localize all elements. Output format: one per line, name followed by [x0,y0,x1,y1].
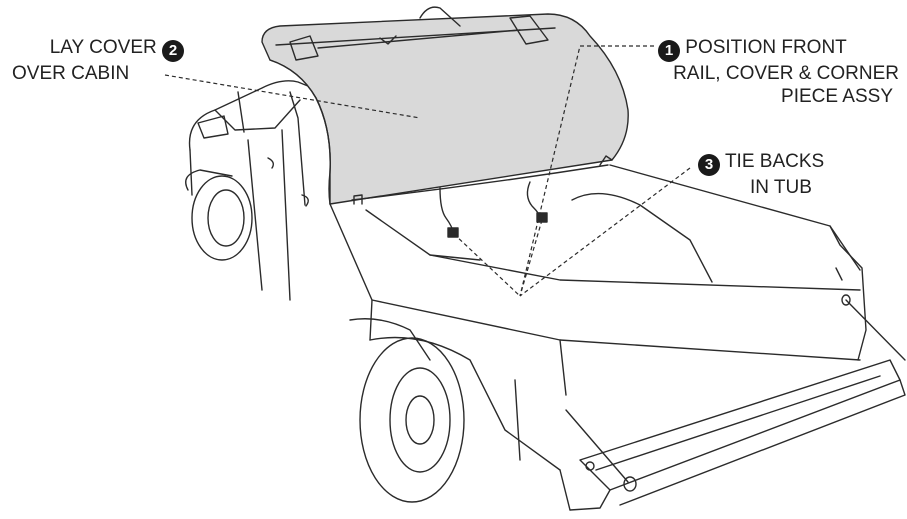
tie-back-straps [439,181,548,238]
callout-1: 1 POSITION FRONT RAIL, COVER & CORNER PI… [655,36,899,108]
leader-line-2 [164,74,421,119]
callout-3-line-1: 3 TIE BACKS [698,150,858,176]
callout-1-text-1: POSITION FRONT [685,37,847,58]
callout-1-text-3: PIECE ASSY [781,86,893,107]
leader-line-3c [519,219,543,297]
callout-2-badge: 2 [162,40,184,62]
front-wheel [185,169,253,261]
tub [329,164,867,396]
callout-3-badge: 3 [698,154,720,176]
leader-line-3a [519,167,691,297]
lower-body [369,336,571,511]
callout-2-line-1: LAY COVER 2 [8,36,184,62]
callout-2-text-2: OVER CABIN [12,63,130,84]
callout-1-text-2: RAIL, COVER & CORNER [673,63,899,84]
leader-line-1 [519,45,654,297]
tonneau-cover [261,13,629,205]
tailgate [565,299,906,511]
side-mirror [197,115,229,139]
callout-1-line-1: 1 POSITION FRONT [655,36,899,62]
callout-2: LAY COVER 2 OVER CABIN [8,36,184,85]
leader-line-3b [453,233,521,297]
callout-3: 3 TIE BACKS IN TUB [698,150,858,199]
callout-3-text-1: TIE BACKS [724,151,825,172]
front-rail [289,6,549,61]
callout-1-badge: 1 [658,40,680,62]
rear-wheel [349,318,465,503]
callout-2-text-1: LAY COVER [49,37,157,58]
callout-3-text-2: IN TUB [750,177,812,198]
cabin [188,80,339,301]
